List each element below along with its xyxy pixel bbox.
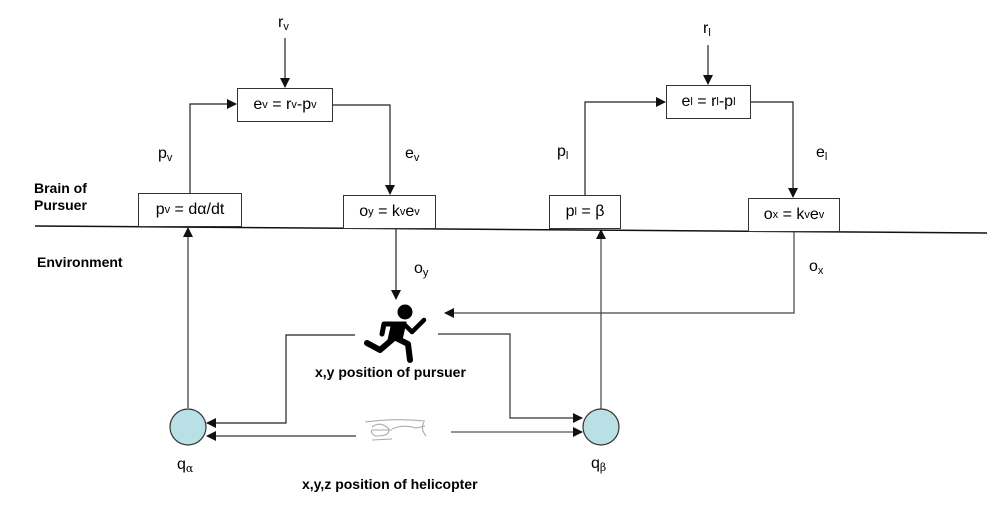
helicopter-position-caption: x,y,z position of helicopter [302, 476, 478, 492]
brain-region-label: Brain of Pursuer [34, 180, 87, 214]
error-el-label: el [816, 144, 828, 163]
output-ox-arrow [444, 232, 795, 318]
running-person-icon [364, 304, 427, 363]
q-alpha-node [169, 408, 207, 446]
helicopter-icon [364, 419, 427, 441]
q-beta-node [582, 408, 620, 446]
q-alpha-label: qα [177, 456, 194, 475]
output-ox-label: ox [809, 258, 824, 277]
output-oy-label: oy [414, 260, 429, 279]
error-el-arrow [751, 101, 798, 198]
q-beta-label: qβ [591, 455, 607, 474]
reference-rl-label: rl [703, 20, 711, 39]
brain-environment-divider [34, 225, 987, 234]
feedback-pl-arrow [584, 97, 666, 195]
feedback-pv-arrow [189, 99, 237, 193]
reference-rv-label: rv [278, 14, 289, 33]
brain-label-line2: Pursuer [34, 197, 87, 213]
pursuer-to-q-alpha-arrow [206, 334, 355, 428]
error-ev-arrow [333, 104, 395, 195]
feedback-pl-label: pl [557, 143, 569, 162]
error-ev-label: ev [405, 145, 420, 164]
brain-label-line1: Brain of [34, 180, 87, 196]
environment-region-label: Environment [37, 254, 123, 270]
pursuer-position-caption: x,y position of pursuer [315, 364, 466, 380]
feedback-pv-label: pv [158, 145, 173, 164]
pursuer-to-q-beta-arrow [438, 333, 583, 423]
